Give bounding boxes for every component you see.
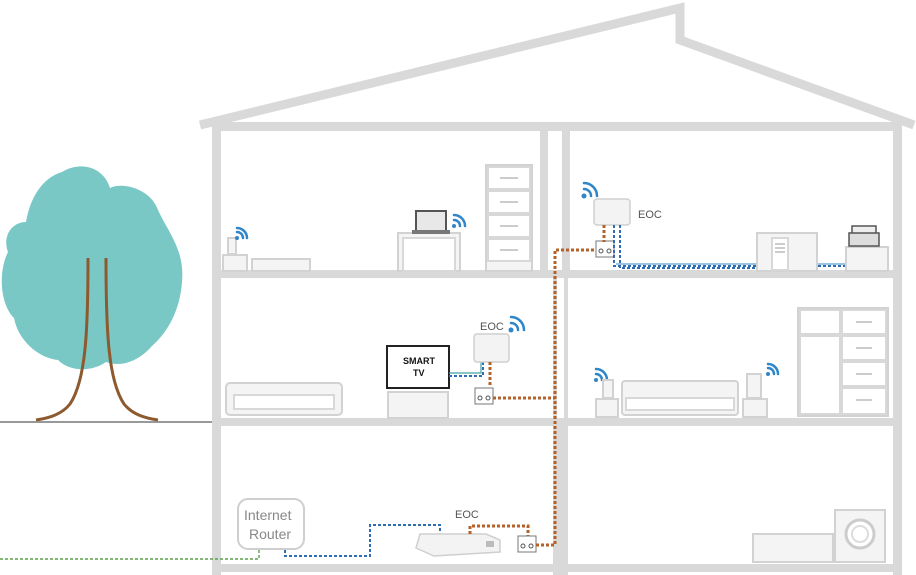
wifi-icon [452,213,467,228]
tree-canopy [1,166,183,370]
wall-socket-icon [474,387,494,405]
eoc-label-basement: EOC [455,509,479,521]
smart-tv-screen [386,345,450,389]
tree-trunk [35,257,90,422]
eth-router-to-eoc [284,524,441,557]
room-middle-left: SMART TV EOC [225,315,526,419]
side-table-right [742,398,768,418]
wall-socket-icon [517,535,537,553]
side-table-left [595,398,619,418]
coax-basement-eoc [468,524,530,536]
house [198,2,916,575]
wifi-device-small [227,237,237,255]
eth-to-pc [619,225,782,269]
wifi-icon [508,315,526,333]
pc-tower [771,237,789,271]
router-label-line1: Internet [244,507,292,523]
printer-icon [848,225,880,247]
wifi-icon [594,367,609,382]
speaker-icon [602,379,614,399]
internet-line [0,550,260,560]
chest-of-drawers [485,164,533,272]
center-wall-gap [548,131,562,270]
desk-inner [402,237,456,272]
laptop-icon [412,210,450,234]
internet-router-box [237,498,305,550]
eth-to-printer [613,225,856,267]
eoc-adapter-icon [593,198,631,226]
room-basement: Internet Router EOC [0,498,886,563]
tree [1,166,183,422]
speaker-icon [746,373,762,399]
right-wall [893,125,902,575]
smart-tv-label-line2: TV [413,368,425,378]
smart-tv-label-line1: SMART [403,356,435,366]
center-wall-lower-gap [557,278,564,418]
eoc-adapter-icon [415,533,501,557]
wifi-icon [766,362,780,376]
eoc-label-middle: EOC [480,321,504,333]
center-wall-lower [553,275,568,575]
left-wall [212,125,221,575]
nightstand [222,254,248,272]
wardrobe [797,307,889,417]
wifi-icon [235,226,249,240]
room-middle-right [594,307,889,418]
living-sofa-seat [625,397,735,411]
bed [251,258,311,272]
room-top-right: EOC [581,181,889,272]
roof [198,2,916,130]
eth-tv-to-eoc-solid [449,362,482,374]
printer-table [845,246,889,272]
tv-stand [387,391,449,419]
sofa-seat [233,394,335,410]
eoc-label-top-right: EOC [638,209,662,221]
wifi-icon [581,181,599,199]
shelf [752,533,834,563]
eth-tv-to-eoc [449,362,484,377]
washing-machine-icon [834,509,886,563]
room-top-left [222,164,533,272]
eoc-adapter-icon [473,333,510,363]
router-label-line2: Router [249,526,291,542]
tree-trunk-right [104,257,159,422]
wall-socket-icon [595,240,615,258]
